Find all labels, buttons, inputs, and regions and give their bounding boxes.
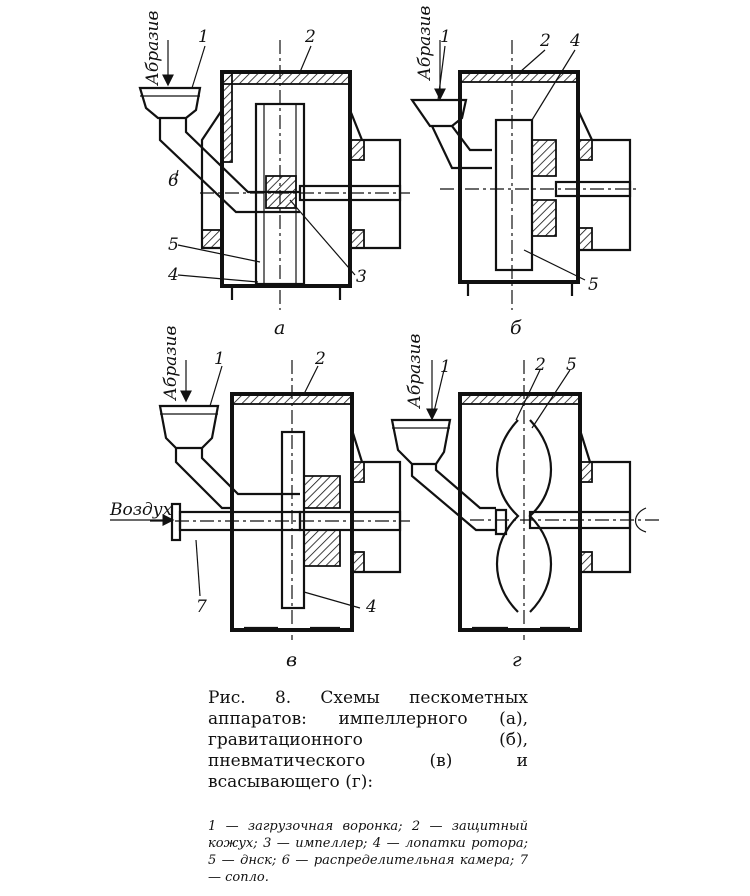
housing-b <box>458 70 580 284</box>
caption-title: Рис. 8. Схемы пескометных аппаратов: имп… <box>208 688 528 792</box>
num-7-v: 7 <box>196 597 207 617</box>
rotor-v <box>280 430 306 610</box>
num-5-g: 5 <box>566 355 577 375</box>
panel-letter-g: г <box>512 649 522 671</box>
num-4-b: 4 <box>569 31 581 51</box>
panel-v: Абразив Воздух 1 2 7 4 в <box>109 326 410 671</box>
num-1-b: 1 <box>440 27 451 47</box>
figure-caption: Рис. 8. Схемы пескометных аппаратов: имп… <box>208 688 528 793</box>
num-4-a: 4 <box>167 265 179 285</box>
hopper-b <box>409 98 468 128</box>
num-3-a: 3 <box>356 267 367 287</box>
num-1-a: 1 <box>198 27 209 47</box>
impeller-a <box>265 175 297 209</box>
num-2-g: 2 <box>534 355 546 375</box>
hopper-v <box>158 404 220 450</box>
disc-g <box>496 419 520 613</box>
panel-g: Абразив 1 2 5 г <box>390 334 660 671</box>
chute-v <box>174 448 300 510</box>
nozzle-v <box>170 502 182 542</box>
rotation-arrow-g <box>634 507 647 533</box>
num-1-v: 1 <box>214 349 225 369</box>
hopper-a <box>138 86 202 120</box>
figure-legend: 1 — загрузочная воронка; 2 — защитный ко… <box>208 819 528 885</box>
chute-a <box>158 118 300 214</box>
num-2-a: 2 <box>304 27 316 47</box>
panel-a: Абразив 1 2 <box>138 11 410 339</box>
sandblaster-schemes-diagram: Абразив 1 2 <box>109 6 660 671</box>
abrasive-label-g: Абразив <box>405 334 425 409</box>
hopper-g <box>390 418 452 466</box>
abrasive-label-b: Абразив <box>415 6 435 81</box>
disc-b <box>494 118 534 272</box>
shaft-b <box>554 180 632 198</box>
abrasive-label-v: Абразив <box>161 326 181 401</box>
num-2-v: 2 <box>314 349 326 369</box>
num-5-a: 5 <box>168 235 179 255</box>
num-5-b: 5 <box>588 275 599 295</box>
num-1-g: 1 <box>440 357 451 377</box>
panel-letter-a: а <box>274 317 285 339</box>
panel-letter-v: в <box>286 649 297 671</box>
num-4-v: 4 <box>365 597 377 617</box>
panel-letter-b: б <box>510 317 522 339</box>
abrasive-label-a: Абразив <box>143 11 163 86</box>
num-6-a: 6 <box>168 171 179 191</box>
num-2-b: 2 <box>539 31 551 51</box>
panel-b: Абразив 1 2 4 5 б <box>409 6 640 339</box>
air-label-v: Воздух <box>109 500 173 520</box>
